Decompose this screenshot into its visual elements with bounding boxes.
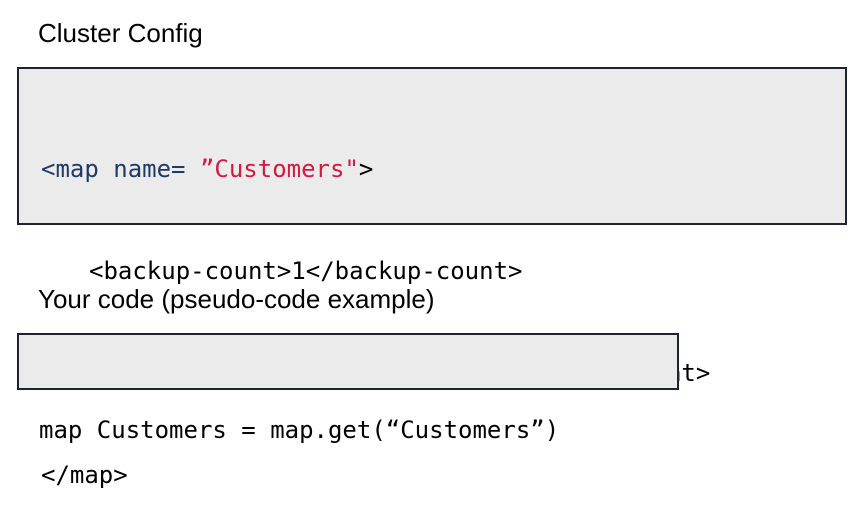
- your-code-heading: Your code (pseudo-code example): [38, 284, 435, 314]
- user-code-block: map Customers = map.get(“Customers”): [17, 333, 679, 444]
- config-code-line-1: <map name= ”Customers">: [41, 152, 845, 186]
- config-code-line-4: </map>: [41, 461, 128, 489]
- map-open-tag: <map name=: [41, 155, 200, 183]
- cluster-config-heading: Cluster Config: [38, 18, 203, 48]
- map-name-value: ”Customers": [199, 155, 359, 183]
- config-code-line-2: <backup-count>1</backup-count>: [89, 257, 523, 285]
- cluster-config-code-block: <map name= ”Customers"> <backup-count>1<…: [17, 67, 847, 489]
- user-code-line-1: map Customers = map.get(“Customers”): [39, 416, 560, 444]
- map-open-tag-close: >: [358, 155, 374, 183]
